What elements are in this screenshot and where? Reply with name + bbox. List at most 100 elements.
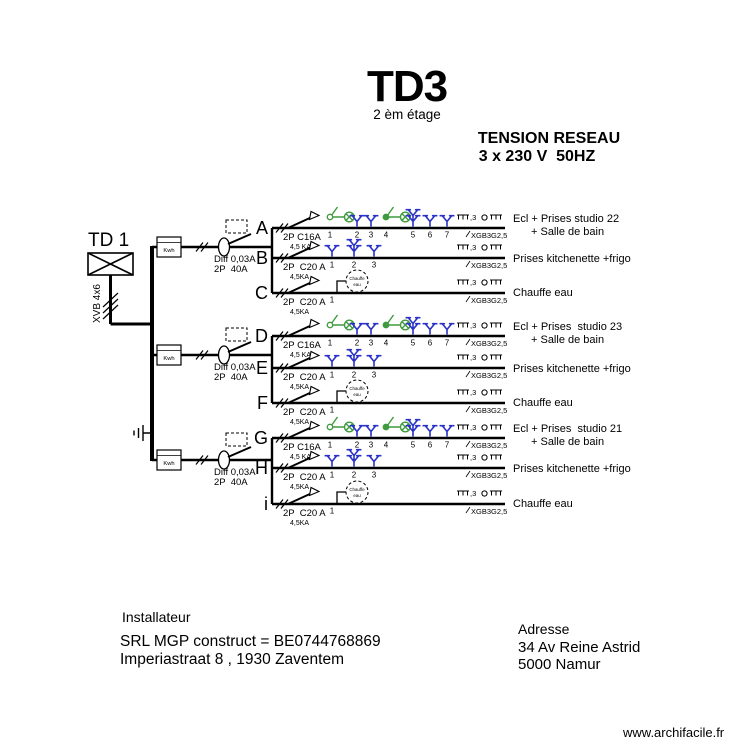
junction-box-icon	[456, 279, 503, 286]
installer-title: Installateur	[122, 609, 191, 625]
network-voltage-title: TENSION RESEAU	[478, 130, 620, 147]
diff-rating-line1: Diff 0,03A	[214, 254, 256, 265]
item-number: 4	[384, 339, 389, 348]
circuit-row-H: H 2P C20 A 4,5KA 1 2 3 ,3 XGB3G2,5 Prise…	[255, 448, 631, 491]
item-number: 1	[330, 507, 335, 516]
junction-box-icon	[456, 214, 503, 221]
double-socket-icon	[405, 418, 421, 437]
item-number: 4	[384, 231, 389, 240]
socket-icon	[366, 354, 382, 367]
row-letter: D	[255, 326, 268, 346]
circuit-description: Prises kitchenette +frigo	[513, 253, 631, 265]
item-number: 5	[411, 231, 416, 240]
switch-lamp-icon	[326, 416, 355, 433]
item-number: 3	[369, 231, 374, 240]
cable-label: XGB3G2,5	[471, 441, 507, 450]
item-number: 7	[445, 441, 450, 450]
water-heater-label: eau	[353, 493, 361, 498]
cable-label: XGB3G2,5	[471, 371, 507, 380]
circuit-row-i: i 2P C20 A 4,5KA 1 Chauffe eau ,3 XGB3G2…	[264, 480, 573, 527]
differential-icon	[217, 432, 252, 470]
junction-box-mark: ,3	[470, 243, 476, 252]
item-number: 2	[355, 231, 360, 240]
watermark: www.archifacile.fr	[622, 725, 725, 740]
installer-address: Imperiastraat 8 , 1930 Zaventem	[120, 651, 344, 668]
breaker-ka: 4,5KA	[290, 484, 309, 491]
diff-rating-line2: 2P 40A	[214, 264, 248, 275]
junction-box-icon	[456, 354, 503, 361]
cable-label: XGB3G2,5	[471, 231, 507, 240]
water-heater-label: eau	[353, 392, 361, 397]
breaker-rating: 2P C20 A	[283, 508, 326, 519]
item-number: 3	[372, 371, 377, 380]
breaker-ka: 4,5 KA	[290, 454, 311, 461]
cable-label: XGB3G2,5	[471, 471, 507, 480]
circuit-row-B: B 2P C20 A 4,5KA 1 2 3 ,3 XGB3G2,5 Prise…	[256, 238, 631, 281]
water-heater-label: Chauffe	[349, 386, 365, 391]
row-letter: B	[256, 248, 268, 268]
junction-box-icon	[456, 244, 503, 251]
feeder-td1: TD 1 XVB 4x6	[87, 230, 154, 461]
item-number: 1	[330, 406, 335, 415]
item-number: 1	[330, 296, 335, 305]
circuit-row-A: A 2P C16A 4,5 KA 1 2 3 4 5 6 7 ,3 XGB3G2…	[256, 206, 619, 251]
circuit-description: Ecl + Prises studio 23	[513, 321, 622, 333]
junction-box-mark: ,3	[470, 353, 476, 362]
socket-icon	[422, 214, 438, 227]
item-number: 2	[355, 339, 360, 348]
installer-company: SRL MGP construct = BE0744768869	[120, 633, 381, 650]
breaker-ka: 4,5KA	[290, 274, 309, 281]
breaker-ka: 4,5KA	[290, 309, 309, 316]
item-number: 5	[411, 441, 416, 450]
circuit-description: Ecl + Prises studio 22	[513, 213, 619, 225]
circuit-row-G: G 2P C16A 4,5 KA 1 2 3 4 5 6 7 ,3 XGB3G2…	[254, 416, 622, 461]
junction-box-icon	[456, 389, 503, 396]
item-number: 2	[355, 441, 360, 450]
socket-icon	[324, 354, 340, 367]
breaker-rating: 2P C20 A	[283, 297, 326, 308]
water-heater-label: eau	[353, 282, 361, 287]
item-number: 5	[411, 339, 416, 348]
junction-box-mark: ,3	[470, 321, 476, 330]
diff-rating-line1: Diff 0,03A	[214, 467, 256, 478]
breaker-ka: 4,5KA	[290, 520, 309, 527]
socket-icon	[422, 322, 438, 335]
row-letter: C	[255, 283, 268, 303]
item-number: 6	[428, 339, 433, 348]
item-number: 2	[352, 261, 357, 270]
item-number: 1	[328, 339, 333, 348]
item-number: 1	[330, 471, 335, 480]
diff-rating-line2: 2P 40A	[214, 372, 248, 383]
item-number: 6	[428, 441, 433, 450]
cable-label: XGB3G2,5	[471, 261, 507, 270]
socket-icon	[366, 244, 382, 257]
junction-box-mark: ,3	[470, 423, 476, 432]
source-panel-icon	[87, 252, 134, 276]
breaker-rating: 2P C16A	[283, 442, 322, 453]
water-heater-label: Chauffe	[349, 487, 365, 492]
switch-lamp-icon	[326, 314, 355, 331]
item-number: 1	[328, 441, 333, 450]
item-number: 3	[369, 339, 374, 348]
item-number: 2	[352, 371, 357, 380]
cable-label: XGB3G2,5	[471, 339, 507, 348]
cable-label: XGB3G2,5	[471, 296, 507, 305]
circuit-description: Chauffe eau	[513, 287, 573, 299]
breaker-rating: 2P C20 A	[283, 472, 326, 483]
item-number: 2	[352, 471, 357, 480]
junction-box-icon	[456, 490, 503, 497]
circuit-row-E: E 2P C20 A 4,5KA 1 2 3 ,3 XGB3G2,5 Prise…	[256, 348, 631, 391]
double-socket-icon	[346, 448, 362, 467]
cable-label: XGB3G2,5	[471, 406, 507, 415]
socket-icon	[363, 322, 379, 335]
row-letter: G	[254, 428, 268, 448]
switch-lamp-icon	[326, 206, 355, 223]
circuit-row-F: F 2P C20 A 4,5KA 1 Chauffe eau ,3 XGB3G2…	[257, 379, 573, 426]
socket-icon	[439, 214, 455, 227]
junction-box-mark: ,3	[470, 388, 476, 397]
socket-icon	[366, 454, 382, 467]
socket-icon	[324, 454, 340, 467]
breaker-blade-icon	[287, 318, 320, 337]
breaker-ka: 4,5KA	[290, 384, 309, 391]
socket-icon	[439, 424, 455, 437]
